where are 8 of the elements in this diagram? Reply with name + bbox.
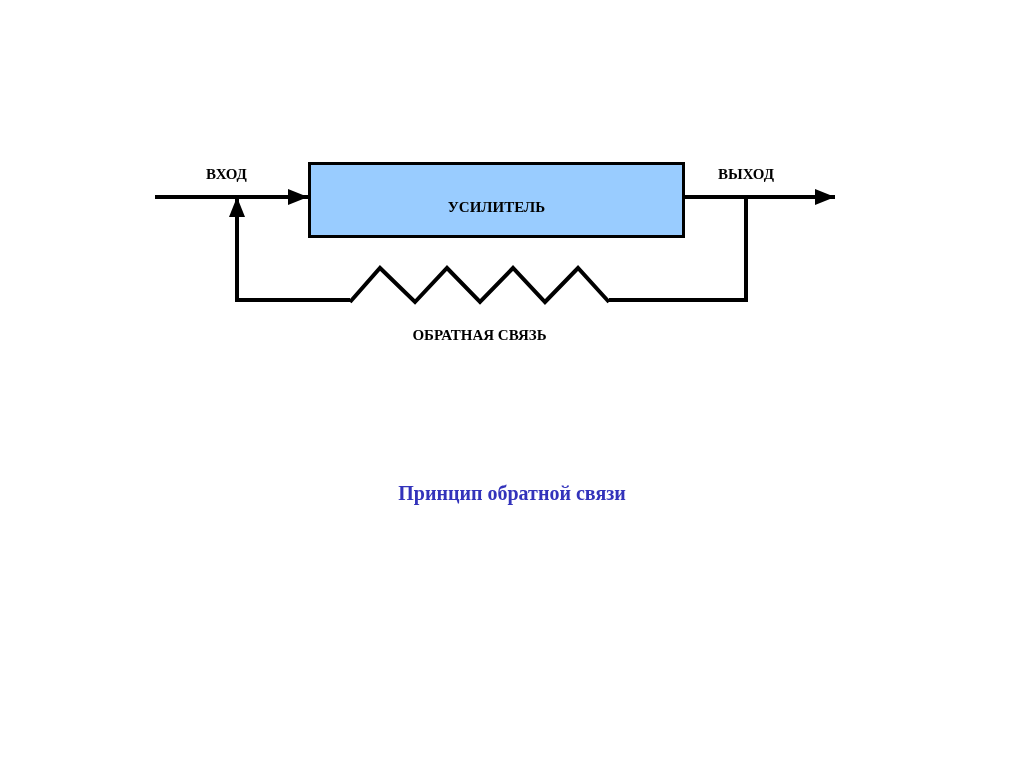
caption: Принцип обратной связи — [398, 482, 626, 504]
edge-label: ВХОД — [206, 166, 247, 183]
edge-label: ВЫХОД — [718, 166, 775, 183]
arrow — [229, 197, 350, 302]
amplifier-box — [308, 162, 685, 238]
box-label: УСИЛИТЕЛЬ — [447, 198, 546, 216]
feedback-label: ОБРАТНАЯ СВЯЗЬ — [412, 327, 547, 344]
arrow — [155, 189, 308, 205]
